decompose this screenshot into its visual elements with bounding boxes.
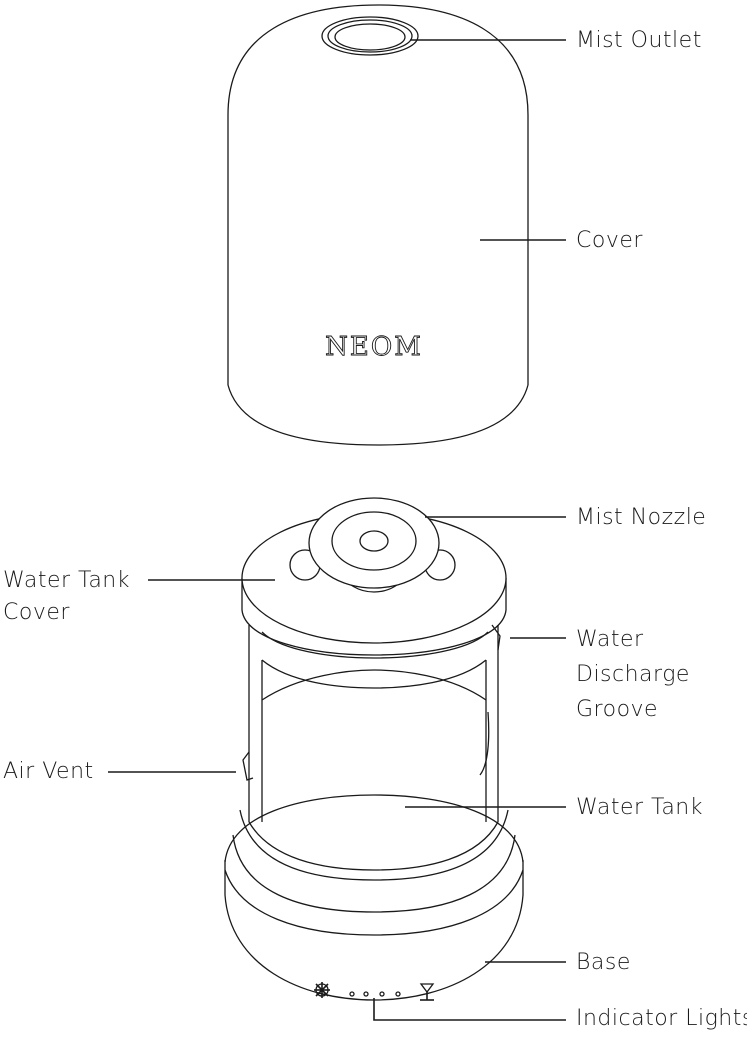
label-cover: Cover	[576, 228, 643, 253]
water-tank-drawing	[242, 624, 501, 822]
label-water-discharge-3: Groove	[576, 697, 659, 722]
label-water-discharge-2: Discharge	[576, 662, 690, 687]
brand-logo: NEOM	[325, 332, 423, 362]
leader-lines	[108, 39, 566, 1021]
label-water-tank: Water Tank	[576, 795, 703, 820]
mist-nozzle-drawing	[308, 497, 440, 593]
label-base: Base	[576, 950, 631, 975]
label-air-vent: Air Vent	[3, 759, 94, 784]
label-water-tank-cover-2: Cover	[3, 600, 70, 625]
label-indicator-lights: Indicator Lights	[576, 1006, 747, 1031]
indicator-lights-drawing	[314, 982, 435, 1001]
label-water-discharge-1: Water	[576, 627, 644, 652]
base-drawing	[224, 794, 524, 1001]
label-water-tank-cover-1: Water Tank	[3, 568, 130, 593]
label-mist-nozzle: Mist Nozzle	[576, 505, 707, 530]
cover-drawing: NEOM	[227, 4, 529, 446]
label-mist-outlet: Mist Outlet	[576, 28, 702, 53]
leader-indicator-lights	[373, 998, 566, 1021]
